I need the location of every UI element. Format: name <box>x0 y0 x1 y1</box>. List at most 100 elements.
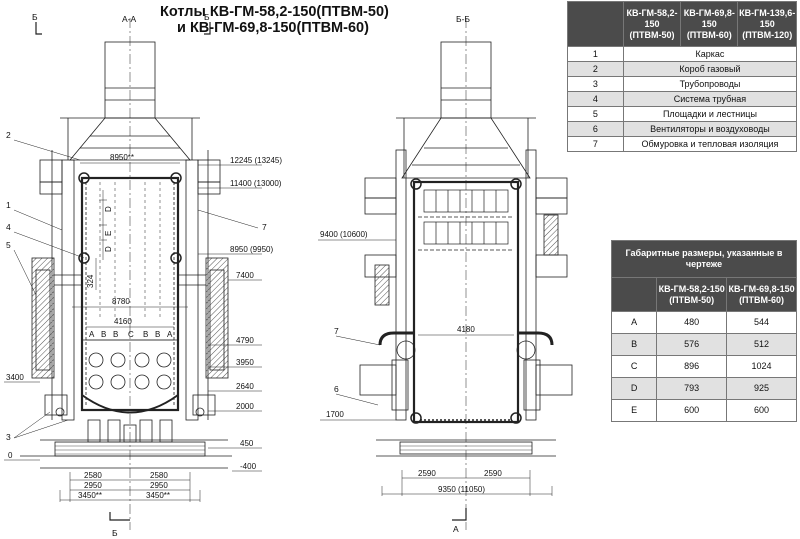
elevation-label: 450 <box>240 439 254 448</box>
dim-value: 544 <box>726 311 797 334</box>
dim-value: 896 <box>656 355 728 378</box>
dim-8780: 8780 <box>112 297 130 306</box>
dim-2580-right: 2580 <box>150 471 168 480</box>
dim-d-lower: D <box>104 246 113 252</box>
table-row: D 793 925 <box>610 377 797 400</box>
dimensions-caption-row: Габаритные размеры, указанные в чертеже <box>611 240 797 278</box>
component-num: 7 <box>567 136 624 152</box>
dim-2580-left: 2580 <box>84 471 102 480</box>
section-mark-b-right: Б <box>204 12 210 22</box>
dim-key: A <box>610 311 658 334</box>
dim-value: 925 <box>726 377 797 400</box>
callout-3: 3 <box>6 432 11 442</box>
component-name: Каркас <box>622 46 798 62</box>
dimensions-header-col2: КВ-ГМ-69,8-150 (ПТВМ-60) <box>726 277 797 312</box>
component-name: Обмуровка и тепловая изоляция <box>622 136 798 152</box>
dim-8950: 8950** <box>110 153 134 162</box>
section-mark-a: А <box>453 524 459 534</box>
table-row: 4 Система трубная <box>567 91 798 107</box>
drawing-title: Котлы КВ-ГМ-58,2-150(ПТВМ-50) и КВ-ГМ-69… <box>160 4 470 36</box>
title-line-1: Котлы КВ-ГМ-58,2-150(ПТВМ-50) <box>160 4 389 20</box>
row-letter: B <box>155 330 160 339</box>
dim-value: 793 <box>656 377 728 400</box>
component-num: 3 <box>567 76 624 92</box>
dimensions-header-empty <box>610 277 658 312</box>
title-line-2: и КВ-ГМ-69,8-150(ПТВМ-60) <box>177 20 369 36</box>
components-header-row: КВ-ГМ-58,2-150 (ПТВМ-50) КВ-ГМ-69,8-150 … <box>567 1 797 47</box>
dim-2590-left: 2590 <box>418 469 436 478</box>
dimensions-header-row: КВ-ГМ-58,2-150 (ПТВМ-50) КВ-ГМ-69,8-150 … <box>610 277 797 312</box>
section-mark-b-bottom: Б <box>112 528 118 538</box>
right-view <box>318 18 573 530</box>
dimensions-caption: Габаритные размеры, указанные в чертеже <box>611 240 797 278</box>
row-letter: A <box>167 330 173 339</box>
dim-324: 324 <box>86 274 95 288</box>
dim-value: 512 <box>726 333 797 356</box>
elevation-9400: 9400 (10600) <box>320 230 368 239</box>
elevation-label: 2000 <box>236 402 254 411</box>
dim-2950-right: 2950 <box>150 481 168 490</box>
callout-5: 5 <box>6 240 11 250</box>
dim-key: B <box>610 333 658 356</box>
callout-2: 2 <box>6 130 11 140</box>
dim-value: 600 <box>656 399 728 422</box>
elevation-1700: 1700 <box>326 410 344 419</box>
component-name: Вентиляторы и воздуховоды <box>622 121 798 137</box>
dim-value: 576 <box>656 333 728 356</box>
dim-key: E <box>610 399 658 422</box>
callout-7-left: 7 <box>262 222 267 232</box>
dim-value: 600 <box>726 399 797 422</box>
dim-2590-right: 2590 <box>484 469 502 478</box>
component-num: 6 <box>567 121 624 137</box>
component-num: 1 <box>567 46 624 62</box>
components-header-col2: КВ-ГМ-69,8-150 (ПТВМ-60) <box>680 1 739 47</box>
row-letter: B <box>113 330 118 339</box>
table-row: E 600 600 <box>610 399 797 422</box>
dim-value: 1024 <box>726 355 797 378</box>
dim-9350: 9350 (11050) <box>438 485 485 494</box>
component-name: Короб газовый <box>622 61 798 77</box>
elevation-label: 8950 (9950) <box>230 245 273 254</box>
dim-4180: 4180 <box>457 325 475 334</box>
dim-d-upper: D <box>104 206 113 212</box>
component-num: 2 <box>567 61 624 77</box>
table-row: A 480 544 <box>610 311 797 334</box>
component-name: Трубопроводы <box>622 76 798 92</box>
table-row: 2 Короб газовый <box>567 61 798 77</box>
callout-1: 1 <box>6 200 11 210</box>
components-header-col1: КВ-ГМ-58,2-150 (ПТВМ-50) <box>622 1 682 47</box>
table-row: 6 Вентиляторы и воздуховоды <box>567 121 798 137</box>
dimensions-table: Габаритные размеры, указанные в чертеже … <box>610 240 797 422</box>
callout-6: 6 <box>334 384 339 394</box>
components-header-col3: КВ-ГМ-139,6-150 (ПТВМ-120) <box>737 1 797 47</box>
dim-3450-right: 3450** <box>146 491 170 500</box>
elevation-3400: 3400 <box>6 373 24 382</box>
elevation-label: 3950 <box>236 358 254 367</box>
dim-key: C <box>610 355 658 378</box>
component-name: Площадки и лестницы <box>622 106 798 122</box>
row-letter: A <box>89 330 95 339</box>
dim-4160: 4160 <box>114 317 132 326</box>
component-name: Система трубная <box>622 91 798 107</box>
elevation-label: 11400 (13000) <box>230 179 282 188</box>
row-letter: B <box>101 330 106 339</box>
section-label-bb: Б-Б <box>456 14 470 24</box>
section-mark-b-left: Б <box>32 12 38 22</box>
components-table: КВ-ГМ-58,2-150 (ПТВМ-50) КВ-ГМ-69,8-150 … <box>567 1 798 152</box>
table-row: C 896 1024 <box>610 355 797 378</box>
callout-4: 4 <box>6 222 11 232</box>
dim-e: E <box>104 231 113 236</box>
component-num: 4 <box>567 91 624 107</box>
dim-3450-left: 3450** <box>78 491 102 500</box>
dim-2950-left: 2950 <box>84 481 102 490</box>
elevation-label: 12245 (13245) <box>230 156 282 165</box>
table-row: 3 Трубопроводы <box>567 76 798 92</box>
component-num: 5 <box>567 106 624 122</box>
dim-key: D <box>610 377 658 400</box>
elevation-label: -400 <box>240 462 257 471</box>
table-row: 5 Площадки и лестницы <box>567 106 798 122</box>
table-row: B 576 512 <box>610 333 797 356</box>
elevation-label: 2640 <box>236 382 254 391</box>
components-header-empty <box>567 1 624 47</box>
